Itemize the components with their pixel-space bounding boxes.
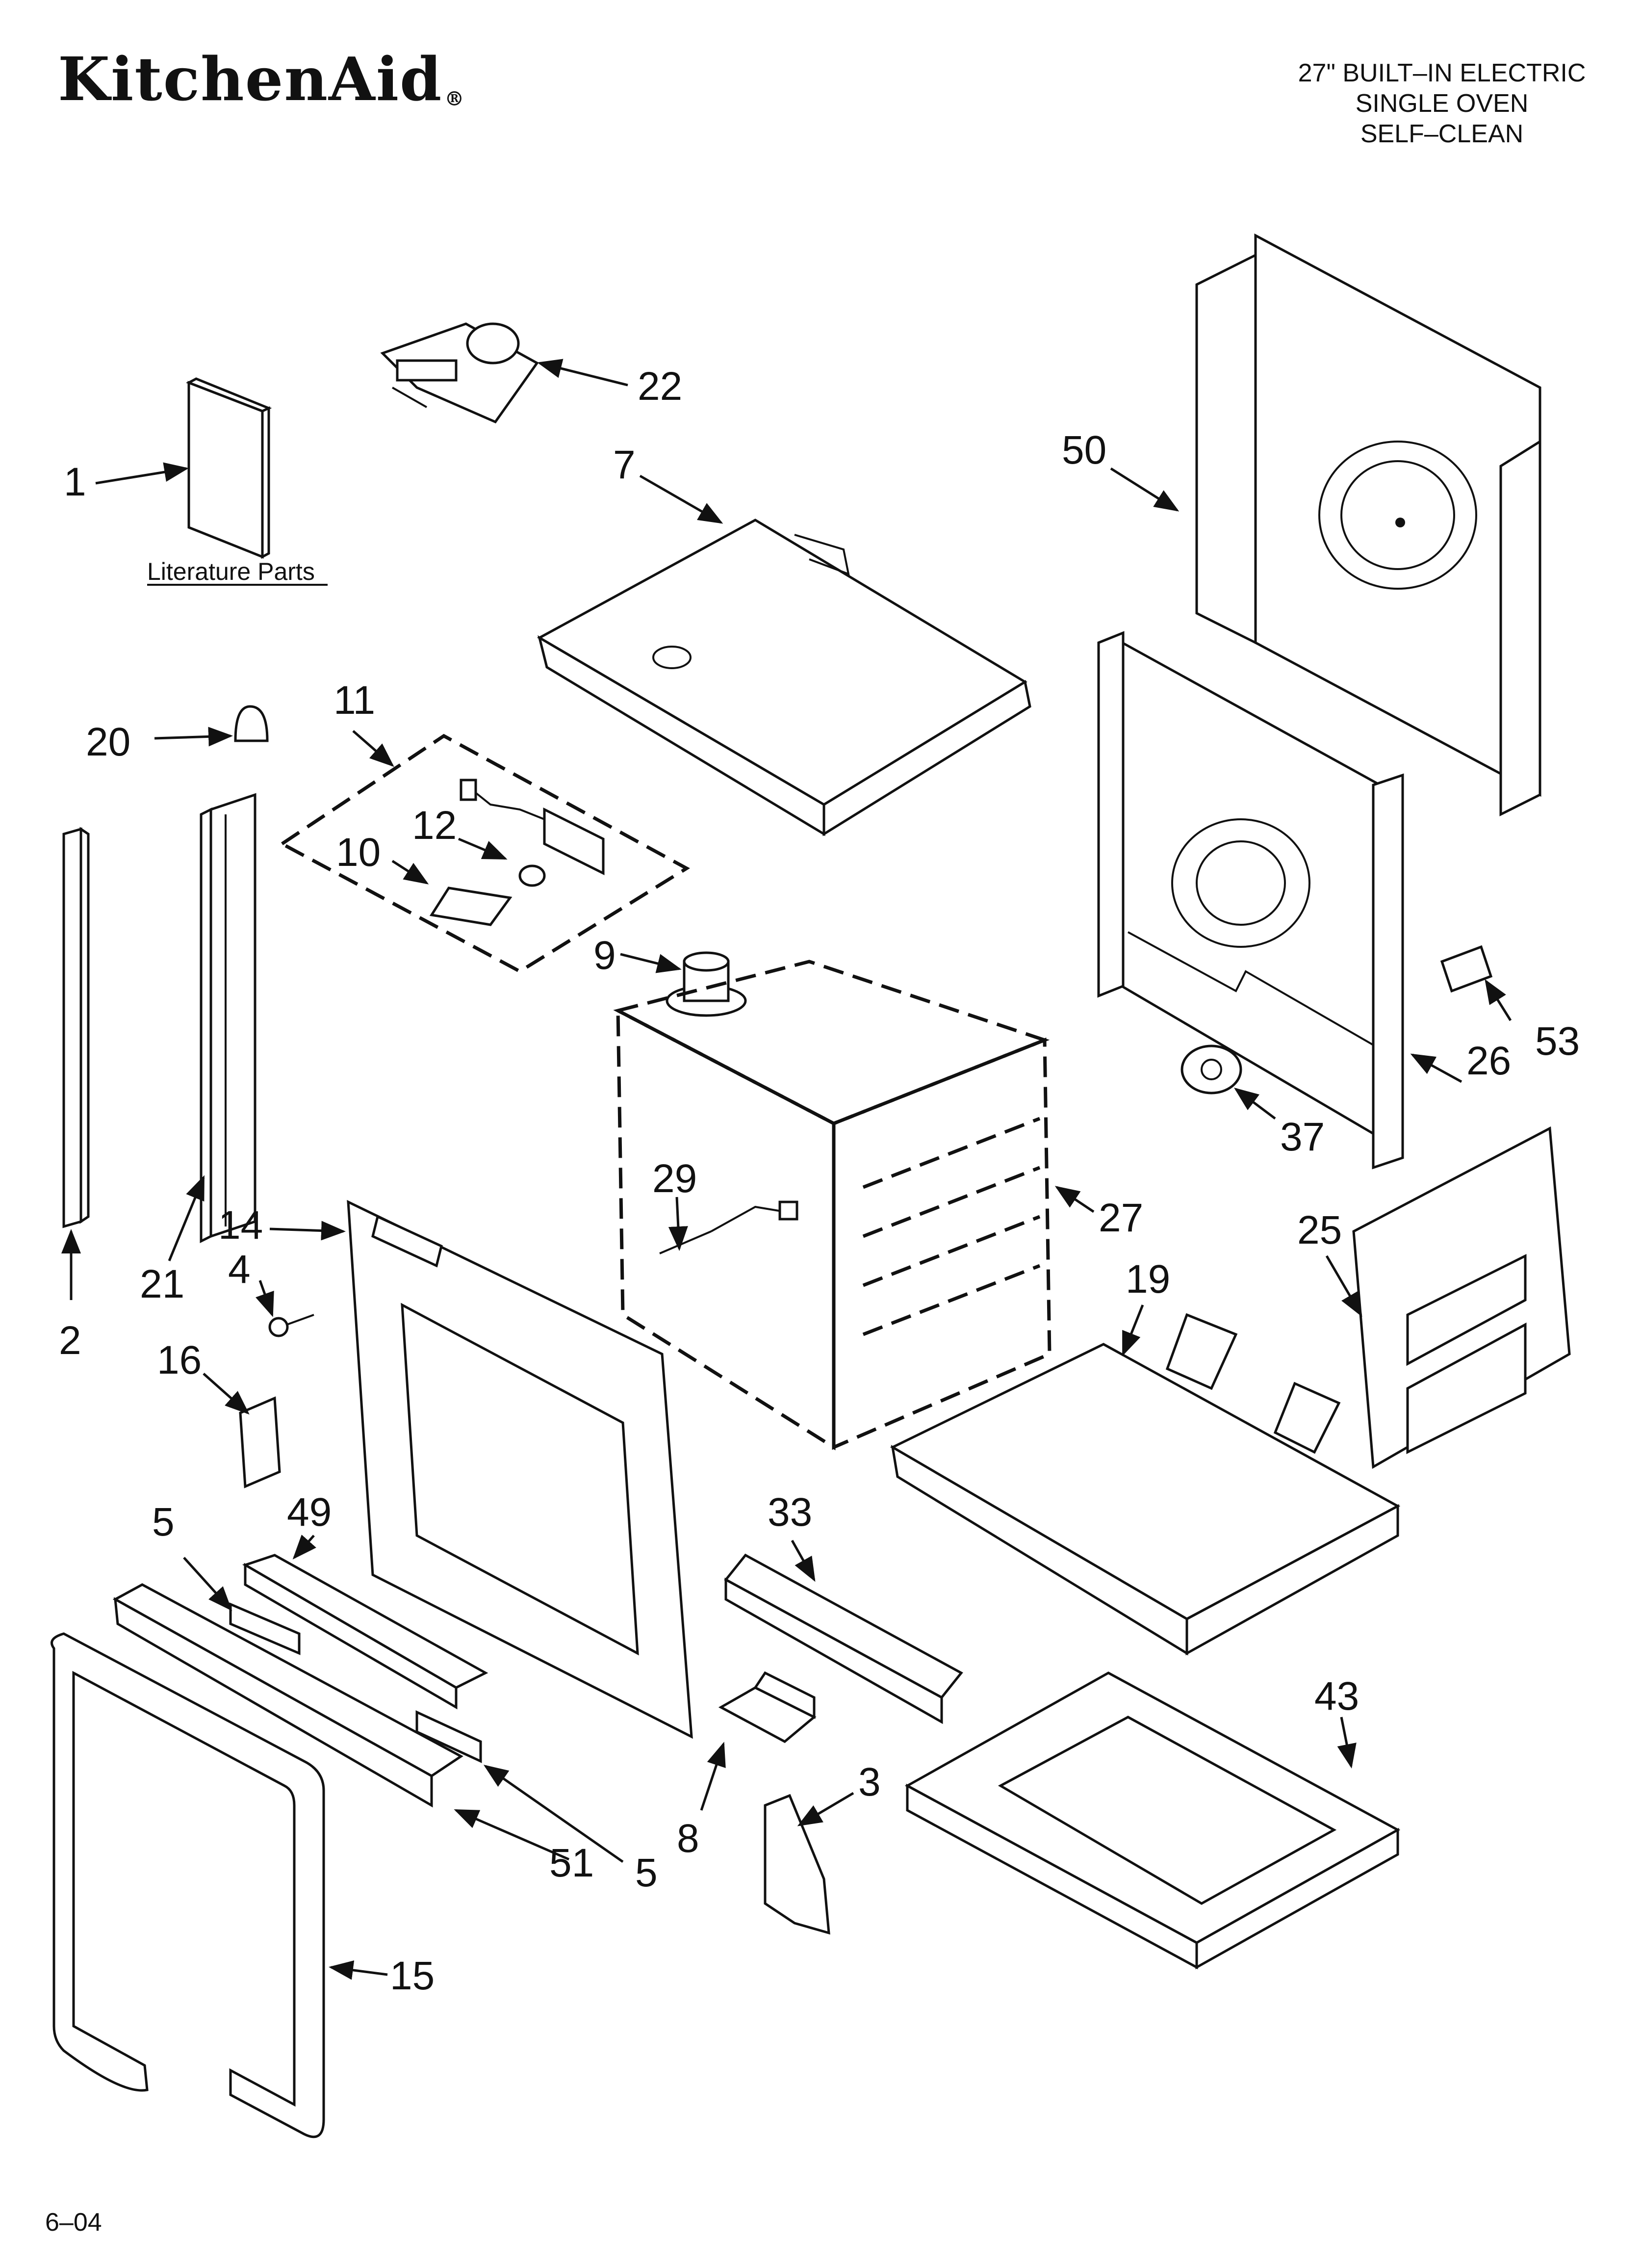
literature-parts-label: Literature Parts [147,558,315,585]
label-part-10: 10 [336,830,381,875]
lower-support-rail [724,1553,963,1724]
label-part-3: 3 [858,1760,881,1804]
registered-mark: ® [444,87,465,110]
logo-text: KitchenAid [58,44,443,114]
label-part-4: 4 [228,1247,251,1292]
rear-wall-panel [1195,233,1541,817]
leader-arrows [61,359,1512,1980]
label-part-22: 22 [638,364,682,409]
label-part-11: 11 [334,678,375,723]
light-assembly-group-outline [279,733,690,974]
oven-back-panel [1097,631,1404,1170]
label-part-29: 29 [652,1156,697,1201]
mounting-clip [1440,945,1493,993]
spacer-block-left [229,1602,301,1655]
part-labels: 1 22 7 50 11 20 12 10 9 29 27 53 26 37 2… [59,364,1580,1998]
label-part-49: 49 [287,1490,332,1535]
label-part-2: 2 [59,1318,81,1363]
front-spacer-bar [242,1554,488,1710]
left-side-rail [62,827,90,1228]
side-trim [200,793,257,1244]
label-part-15: 15 [390,1954,435,1998]
light-bulb [518,864,546,887]
label-part-21: 21 [140,1262,184,1306]
title-line-1: 27" BUILT–IN ELECTRIC [1298,59,1586,87]
front-frame [347,1199,693,1739]
lower-vent-trim [112,1583,463,1808]
label-part-50: 50 [1062,428,1106,472]
label-part-7: 7 [613,443,636,487]
literature-booklet [186,377,272,559]
revision-code: 6–04 [45,2208,102,2237]
label-part-8: 8 [677,1816,699,1861]
spacer-block-right [415,1710,482,1763]
label-part-5-left: 5 [152,1500,175,1544]
model-title: 27" BUILT–IN ELECTRIC SINGLE OVEN SELF–C… [1256,58,1628,149]
light-lens [429,886,513,926]
thermal-cutoff [1180,1044,1242,1095]
label-part-26: 26 [1466,1039,1511,1083]
door-gasket [51,1632,325,2138]
mounting-bracket [718,1671,817,1744]
mounting-screw [268,1314,314,1337]
right-side-panel [1352,1126,1571,1469]
hinge-receptacle [239,1396,281,1488]
corner-brace [764,1794,830,1935]
oven-cavity [613,960,1052,1451]
convection-fan-motor [666,951,747,1017]
label-part-37: 37 [1280,1115,1325,1159]
vent-cap [234,705,269,742]
label-part-1: 1 [64,460,86,504]
label-part-16: 16 [157,1338,202,1382]
title-line-3: SELF–CLEAN [1360,120,1524,148]
label-part-12: 12 [412,803,457,848]
label-part-20: 20 [86,720,130,764]
label-part-53: 53 [1535,1019,1580,1064]
oven-light-assembly [460,779,605,876]
label-part-9: 9 [593,933,616,978]
label-part-19: 19 [1126,1257,1170,1302]
label-part-14: 14 [218,1203,263,1248]
kitchenaid-logo: KitchenAid® [58,49,465,109]
label-part-51: 51 [549,1841,594,1885]
title-line-2: SINGLE OVEN [1355,89,1529,118]
bottom-tray [904,1671,1401,1970]
label-part-5-right: 5 [635,1851,658,1895]
label-part-27: 27 [1099,1196,1143,1240]
oven-top-panel [537,519,1031,836]
label-part-33: 33 [768,1490,812,1535]
bottom-heat-shield [890,1313,1401,1656]
latch-motor-assembly [380,322,539,424]
label-part-25: 25 [1297,1208,1342,1252]
label-part-43: 43 [1314,1674,1359,1719]
